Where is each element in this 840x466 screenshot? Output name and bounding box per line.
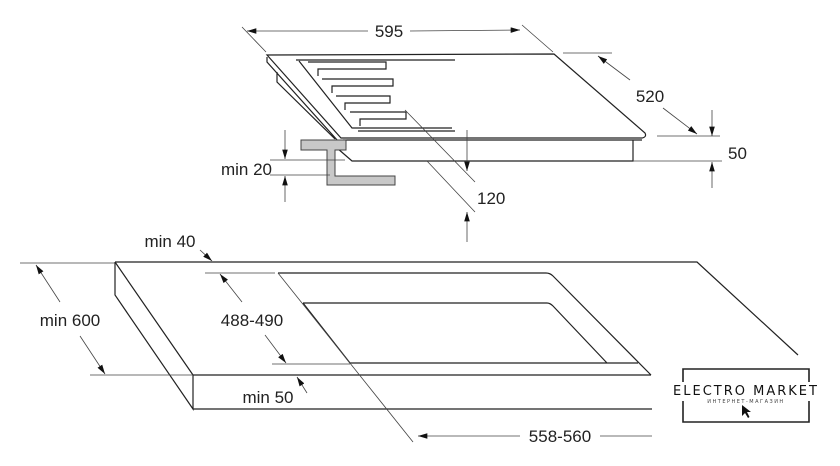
depth-arrow-top	[35, 264, 61, 303]
hob-left-side	[266, 57, 339, 142]
hob-body	[336, 139, 642, 162]
hob-depth-label: 520	[636, 87, 664, 106]
cutout-outer	[278, 272, 652, 376]
front-margin-label: min 50	[242, 388, 293, 407]
side-margin-label: min 40	[144, 232, 195, 251]
logo-title: ELECTRO MARKET	[673, 384, 819, 399]
bracket-label: min 20	[221, 160, 272, 179]
hob-height-label: 50	[728, 144, 747, 163]
countertop-top	[114, 261, 799, 376]
cutout-width-label: 558-560	[529, 427, 591, 446]
cursor-icon	[742, 405, 751, 418]
logo-subtitle: ИНТЕРНЕТ-МАГАЗИН	[707, 399, 784, 405]
clearance-label: 120	[477, 189, 505, 208]
depth-arrow-bottom	[79, 335, 106, 375]
hob-drawing: 595 520 50 min 20 120	[221, 22, 747, 242]
depth-dimension-line	[597, 55, 631, 81]
countertop-depth-label: min 600	[40, 311, 100, 330]
countertop-side	[114, 262, 194, 411]
burner-plate	[296, 59, 455, 132]
front-margin-arrow	[296, 376, 308, 394]
countertop-drawing: min 40 min 600 488-490 min 50 558-560	[20, 232, 799, 446]
cutout-depth-label: 488-490	[221, 311, 283, 330]
hob-top-surface	[265, 53, 647, 139]
electro-market-logo: ELECTRO MARKET ИНТЕРНЕТ-МАГАЗИН	[673, 368, 819, 423]
cutout-inner	[302, 302, 638, 364]
mounting-bracket	[300, 139, 396, 186]
hob-width-label: 595	[375, 22, 403, 41]
cutout-depth-arrow-bottom	[264, 334, 287, 364]
side-margin-arrow	[199, 249, 213, 262]
cutout-depth-arrow-top	[219, 273, 243, 303]
